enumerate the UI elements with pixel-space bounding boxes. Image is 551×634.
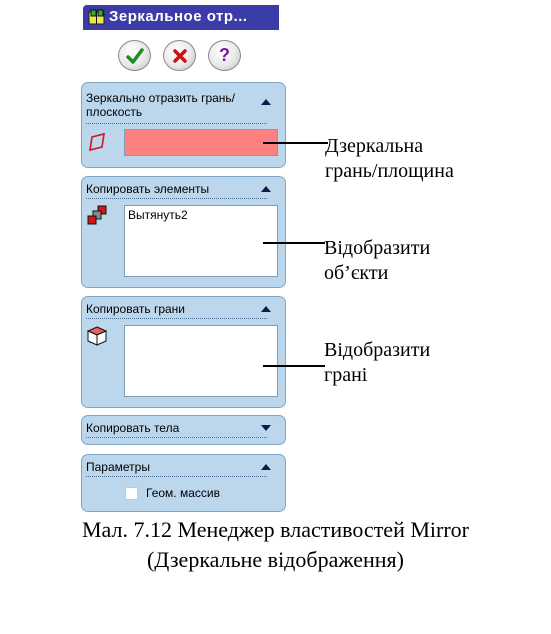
question-icon: ? [219, 45, 230, 65]
list-item[interactable]: Вытянуть2 [128, 208, 188, 222]
copy-faces-group: Копировать грани [81, 296, 286, 408]
options-group: Параметры Геом. массив [81, 454, 286, 512]
copy-faces-list[interactable] [124, 325, 278, 397]
annotation-features: Відобразити об’єкти [324, 236, 430, 286]
group-divider [86, 437, 267, 438]
annotation-line: Відобразити [324, 339, 431, 361]
geometry-pattern-label: Геом. массив [146, 486, 220, 500]
collapse-arrow-icon[interactable] [261, 464, 271, 470]
copy-bodies-group[interactable]: Копировать тела [81, 415, 286, 445]
leader-line-mirror-face [263, 142, 328, 144]
figure-caption-line1: Мал. 7.12 Менеджер властивостей Mirror [82, 517, 469, 542]
mirror-face-group-title: Зеркально отразить грань/плоскость [86, 91, 236, 119]
help-button[interactable]: ? [208, 40, 241, 71]
annotation-mirror-face: Дзеркальна грань/площина [325, 134, 454, 184]
copy-features-list[interactable]: Вытянуть2 [124, 205, 278, 277]
plane-icon [87, 132, 107, 157]
geometry-pattern-checkbox[interactable] [125, 487, 138, 500]
group-divider [86, 318, 267, 319]
copy-features-group-title: Копировать элементы [86, 182, 210, 196]
features-icon [86, 205, 108, 232]
annotation-line: Відобразити [324, 237, 431, 259]
leader-line-faces [263, 365, 325, 367]
check-icon [125, 47, 144, 64]
copy-faces-group-title: Копировать грани [86, 302, 185, 316]
group-divider [86, 198, 267, 199]
group-divider [86, 476, 267, 477]
mirror-face-selection-field[interactable] [124, 129, 278, 156]
mirror-feature-icon [88, 9, 105, 25]
annotation-line: об’єкти [324, 262, 389, 284]
collapse-arrow-icon[interactable] [261, 306, 271, 312]
expand-arrow-icon[interactable] [261, 425, 271, 431]
annotation-faces: Відобразити грані [324, 338, 430, 388]
collapse-arrow-icon[interactable] [261, 186, 271, 192]
figure-caption-line2: (Дзеркальне відображення) [146, 547, 405, 572]
cancel-button[interactable] [163, 40, 196, 71]
ok-button[interactable] [118, 40, 151, 71]
annotation-line: грань/площина [325, 160, 454, 182]
mirror-face-group: Зеркально отразить грань/плоскость [81, 82, 286, 168]
copy-bodies-group-title: Копировать тела [86, 421, 180, 435]
group-divider [86, 123, 267, 124]
x-icon [172, 48, 187, 63]
property-manager-title-bar: Зеркальное отр... [83, 5, 279, 30]
copy-features-group: Копировать элементы Вытянуть2 [81, 176, 286, 288]
collapse-arrow-icon[interactable] [261, 99, 271, 105]
leader-line-features [263, 242, 325, 244]
annotation-line: Дзеркальна [325, 135, 424, 157]
options-group-title: Параметры [86, 460, 150, 474]
face-cube-icon [86, 325, 108, 352]
property-manager-title: Зеркальное отр... [109, 8, 248, 25]
annotation-line: грані [324, 364, 368, 386]
